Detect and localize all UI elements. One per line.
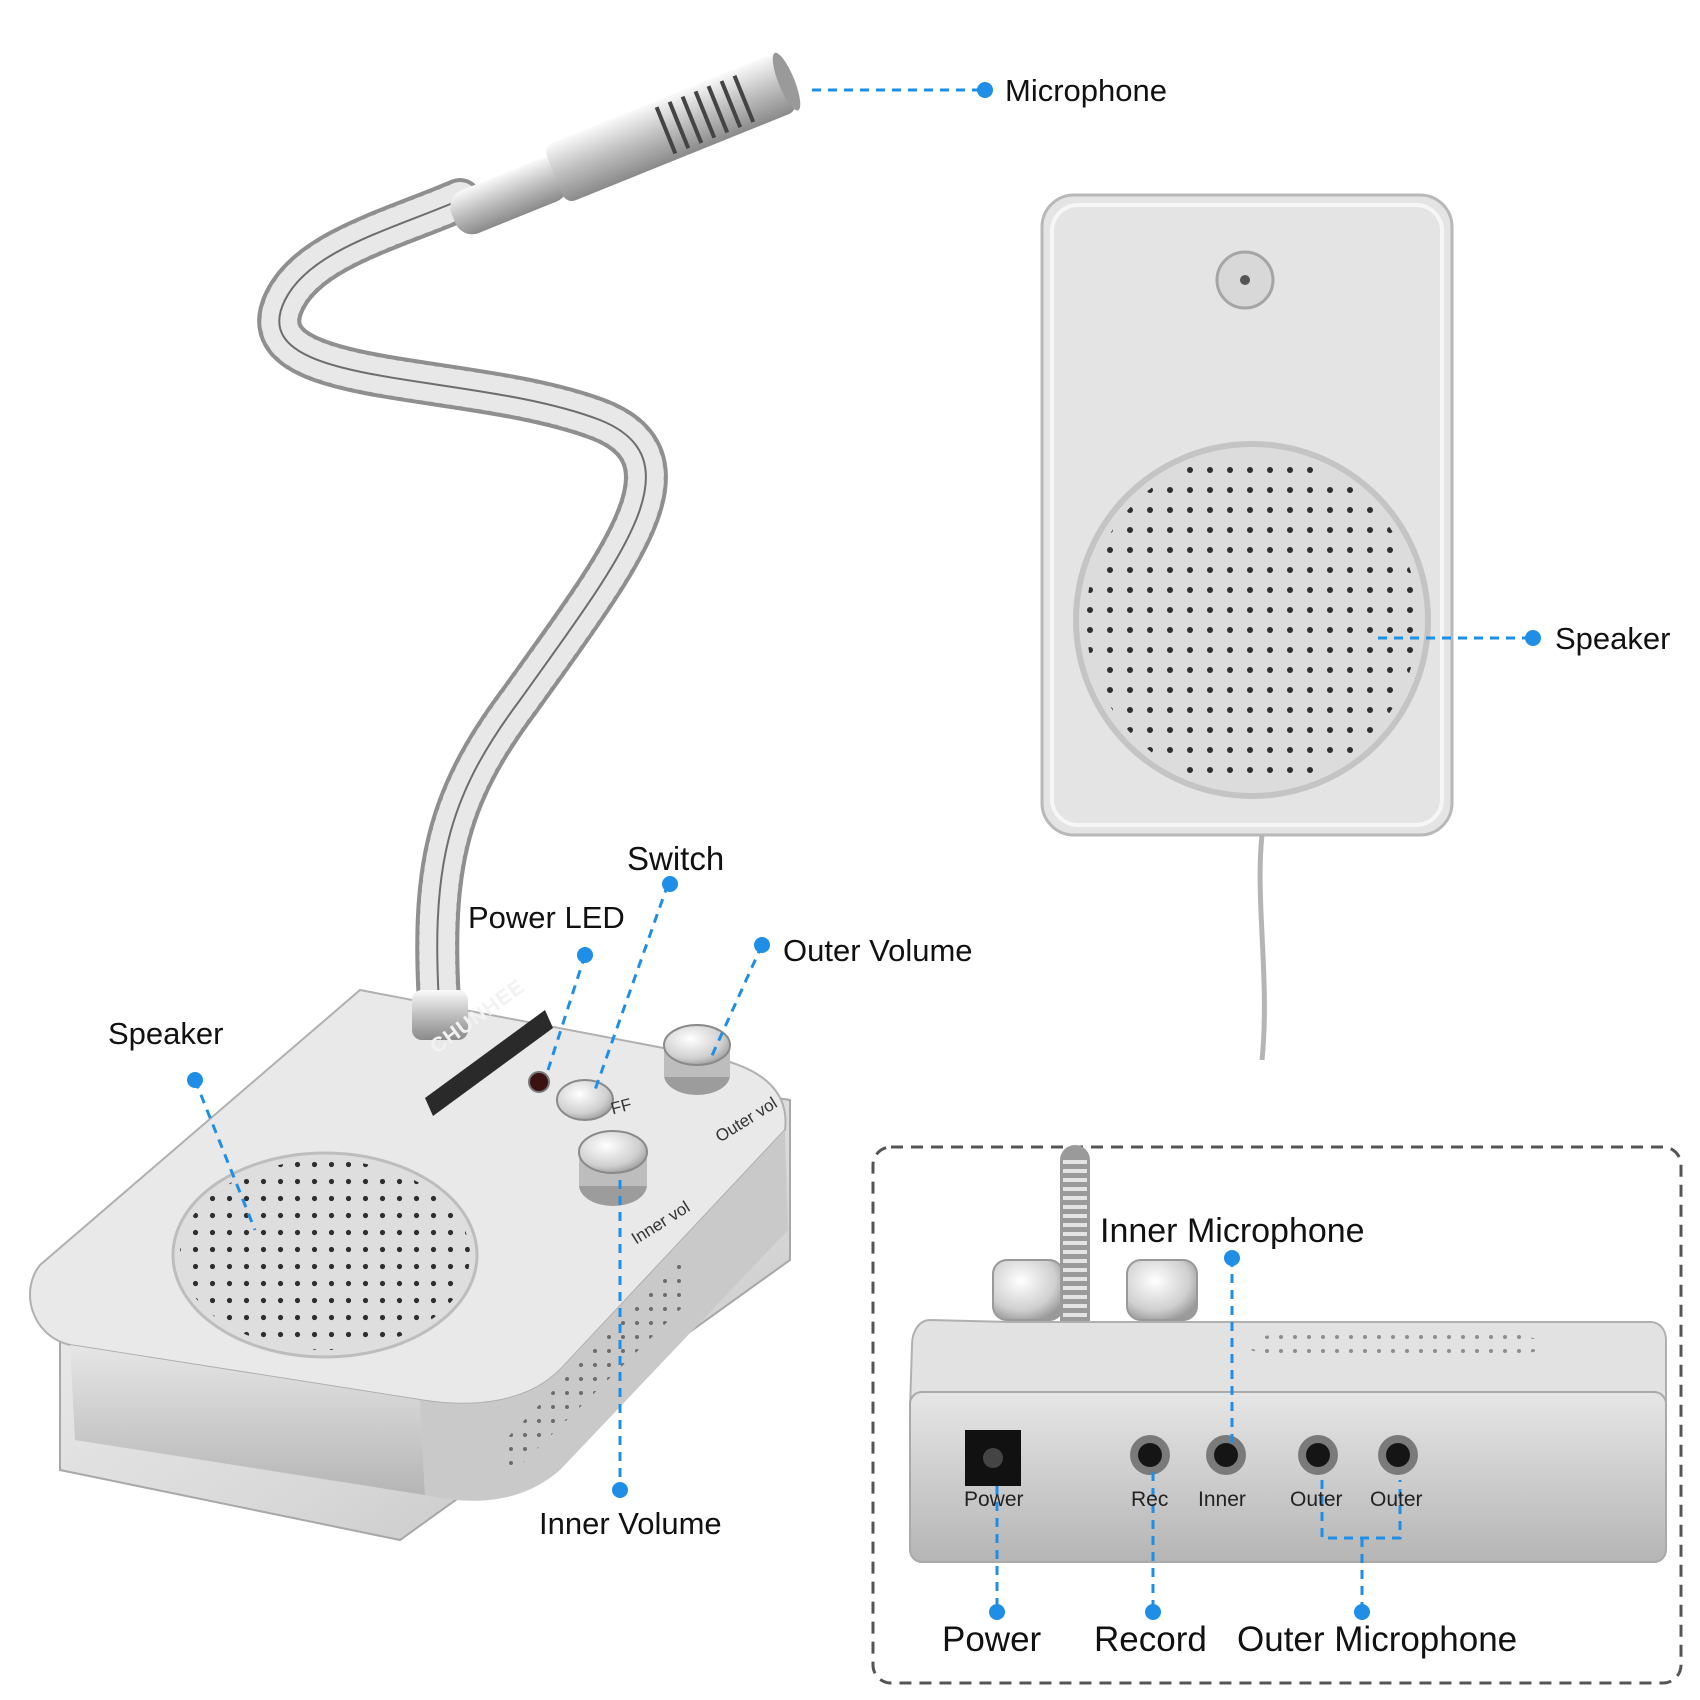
label-inner-volume: Inner Volume [539, 1506, 722, 1541]
inner-volume-knob [578, 1130, 648, 1206]
outer-jack-2 [1378, 1435, 1418, 1475]
rec-jack [1130, 1435, 1170, 1475]
back-panel-frame [871, 1145, 1683, 1685]
outer-unit-cable [1257, 834, 1267, 1061]
label-record: Record [1094, 1620, 1207, 1659]
port-label-outer-1: Outer [1290, 1488, 1343, 1511]
outer-jack-1 [1298, 1435, 1338, 1475]
label-inner-microphone: Inner Microphone [1100, 1212, 1365, 1250]
label-switch: Switch [627, 840, 725, 877]
port-label-outer-2: Outer [1370, 1488, 1423, 1511]
side-vent [505, 1250, 690, 1480]
back-panel-face [909, 1391, 1667, 1563]
microphone-head [450, 52, 801, 235]
port-label-inner: Inner [1198, 1488, 1246, 1511]
switch-button [556, 1079, 614, 1121]
label-power: Power [942, 1620, 1042, 1659]
label-speaker-left: Speaker [108, 1016, 224, 1051]
label-microphone: Microphone [1005, 73, 1167, 108]
port-label-power: Power [964, 1488, 1024, 1511]
power-led [528, 1071, 550, 1093]
inner-jack [1206, 1435, 1246, 1475]
outer-volume-knob [663, 1024, 731, 1095]
port-label-rec: Rec [1131, 1488, 1169, 1511]
label-outer-microphone: Outer Microphone [1237, 1620, 1518, 1659]
label-outer-volume: Outer Volume [783, 933, 973, 968]
gooseneck-collar [412, 990, 468, 1040]
brand-plate [425, 1010, 553, 1116]
callout-lines [193, 88, 1530, 1612]
callout-dots [187, 82, 1541, 1620]
label-speaker-top: Speaker [1555, 621, 1671, 656]
label-power-led: Power LED [468, 900, 625, 935]
